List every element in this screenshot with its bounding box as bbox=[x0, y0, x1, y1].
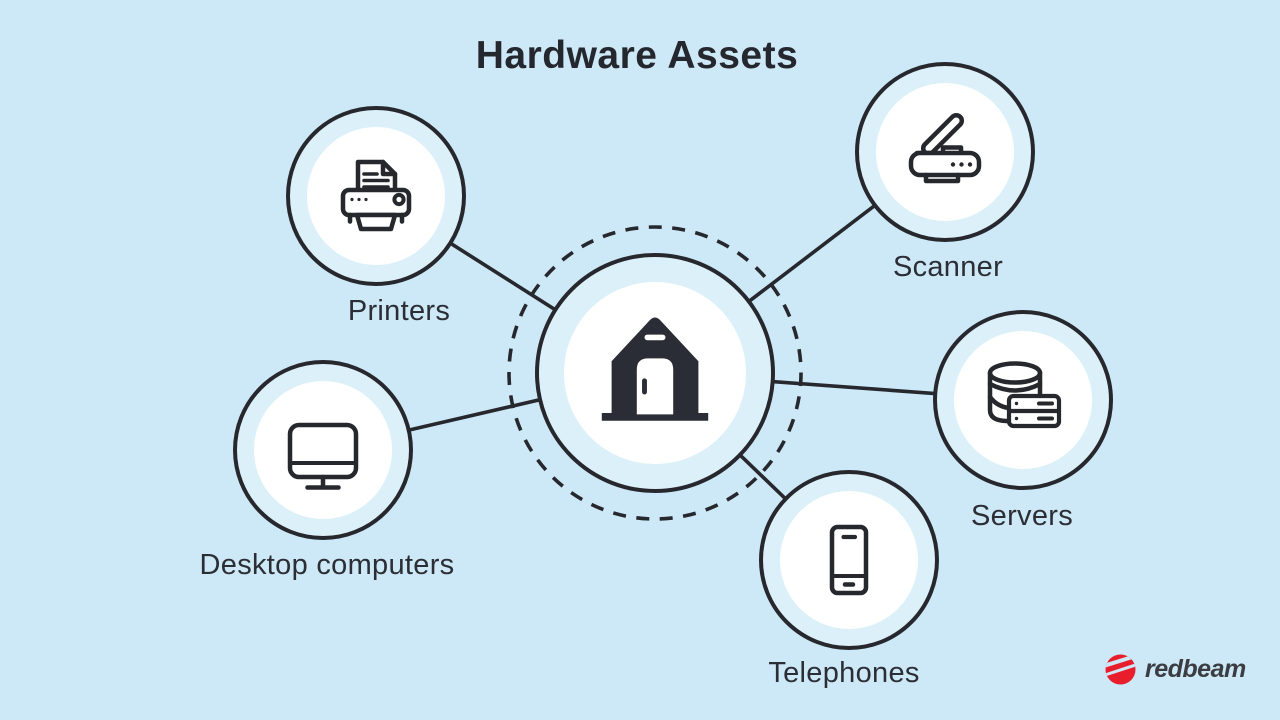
scanner-icon bbox=[908, 112, 982, 184]
label-telephones: Telephones bbox=[768, 657, 920, 689]
label-printers: Printers bbox=[347, 295, 451, 327]
hub-node bbox=[507, 225, 803, 521]
label-scanner: Scanner bbox=[892, 251, 1004, 283]
warehouse-icon bbox=[601, 317, 709, 421]
node-telephones bbox=[759, 470, 939, 650]
node-printers bbox=[286, 106, 466, 286]
label-desktop-computers: Desktop computers bbox=[199, 549, 455, 581]
node-scanner bbox=[855, 62, 1035, 242]
redbeam-logo-icon bbox=[1105, 654, 1136, 685]
printer-icon bbox=[340, 159, 412, 232]
brand-name: redbeam bbox=[1145, 655, 1246, 683]
node-desktop-computers bbox=[233, 360, 413, 540]
smartphone-icon bbox=[829, 524, 869, 596]
label-servers: Servers bbox=[970, 500, 1074, 532]
brand-logo: redbeam bbox=[1104, 653, 1246, 686]
page-title: Hardware Assets bbox=[475, 34, 799, 77]
node-servers bbox=[933, 310, 1113, 490]
servers-icon bbox=[987, 361, 1062, 429]
hub-dashed-ring bbox=[507, 225, 803, 521]
desktop-computer-icon bbox=[287, 422, 359, 490]
